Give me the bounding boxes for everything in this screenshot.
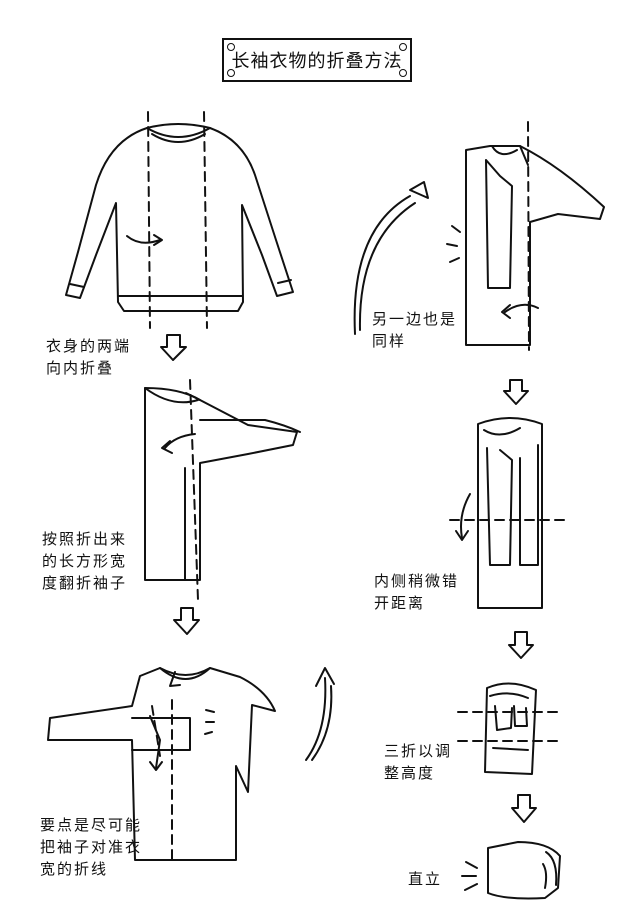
down-arrow-1: [160, 334, 187, 361]
standing-roll-illustration: [461, 841, 561, 900]
curved-up-arrow: [305, 667, 335, 761]
sweater-trifold-illustration: [484, 682, 537, 775]
fold-lines-step6: [457, 711, 559, 742]
step7-caption: 直立: [408, 870, 443, 888]
sweater-fold-sleeve-illustration: [144, 387, 301, 581]
fold-lines-step1: [147, 111, 208, 329]
step5-caption: 内侧稍微错 开距离: [374, 572, 460, 612]
diagram-title: 长袖衣物的折叠方法: [231, 51, 403, 72]
fold-down-arrow-step5: [455, 493, 471, 541]
fold-line-step2: [189, 379, 199, 601]
down-arrow-2: [173, 607, 200, 635]
down-arrow-6: [511, 794, 537, 823]
step1-caption: 衣身的两端 向内折叠: [46, 337, 132, 377]
fold-inward-arrow: [126, 234, 163, 246]
big-curved-arrow: [353, 181, 429, 335]
sweater-flat-illustration: [65, 123, 294, 312]
step2-caption: 按照折出来 的长方形宽 度翻折袖子: [42, 530, 128, 592]
step6-caption: 三折以调 整高度: [384, 742, 453, 782]
sweater-shift-illustration: [477, 417, 543, 609]
fold-lines-step3: [151, 699, 173, 861]
fold-line-step4: [527, 121, 530, 351]
down-arrow-4: [503, 379, 529, 405]
title-box: 长袖衣物的折叠方法: [222, 38, 412, 82]
sweater-other-side-illustration: [446, 145, 605, 346]
sweater-sleeve-aligned-illustration: [47, 667, 276, 861]
step4-caption: 另一边也是 同样: [372, 310, 458, 350]
down-arrow-5: [508, 631, 534, 659]
step3-caption: 要点是尽可能 把袖子对准衣 宽的折线: [40, 816, 143, 878]
